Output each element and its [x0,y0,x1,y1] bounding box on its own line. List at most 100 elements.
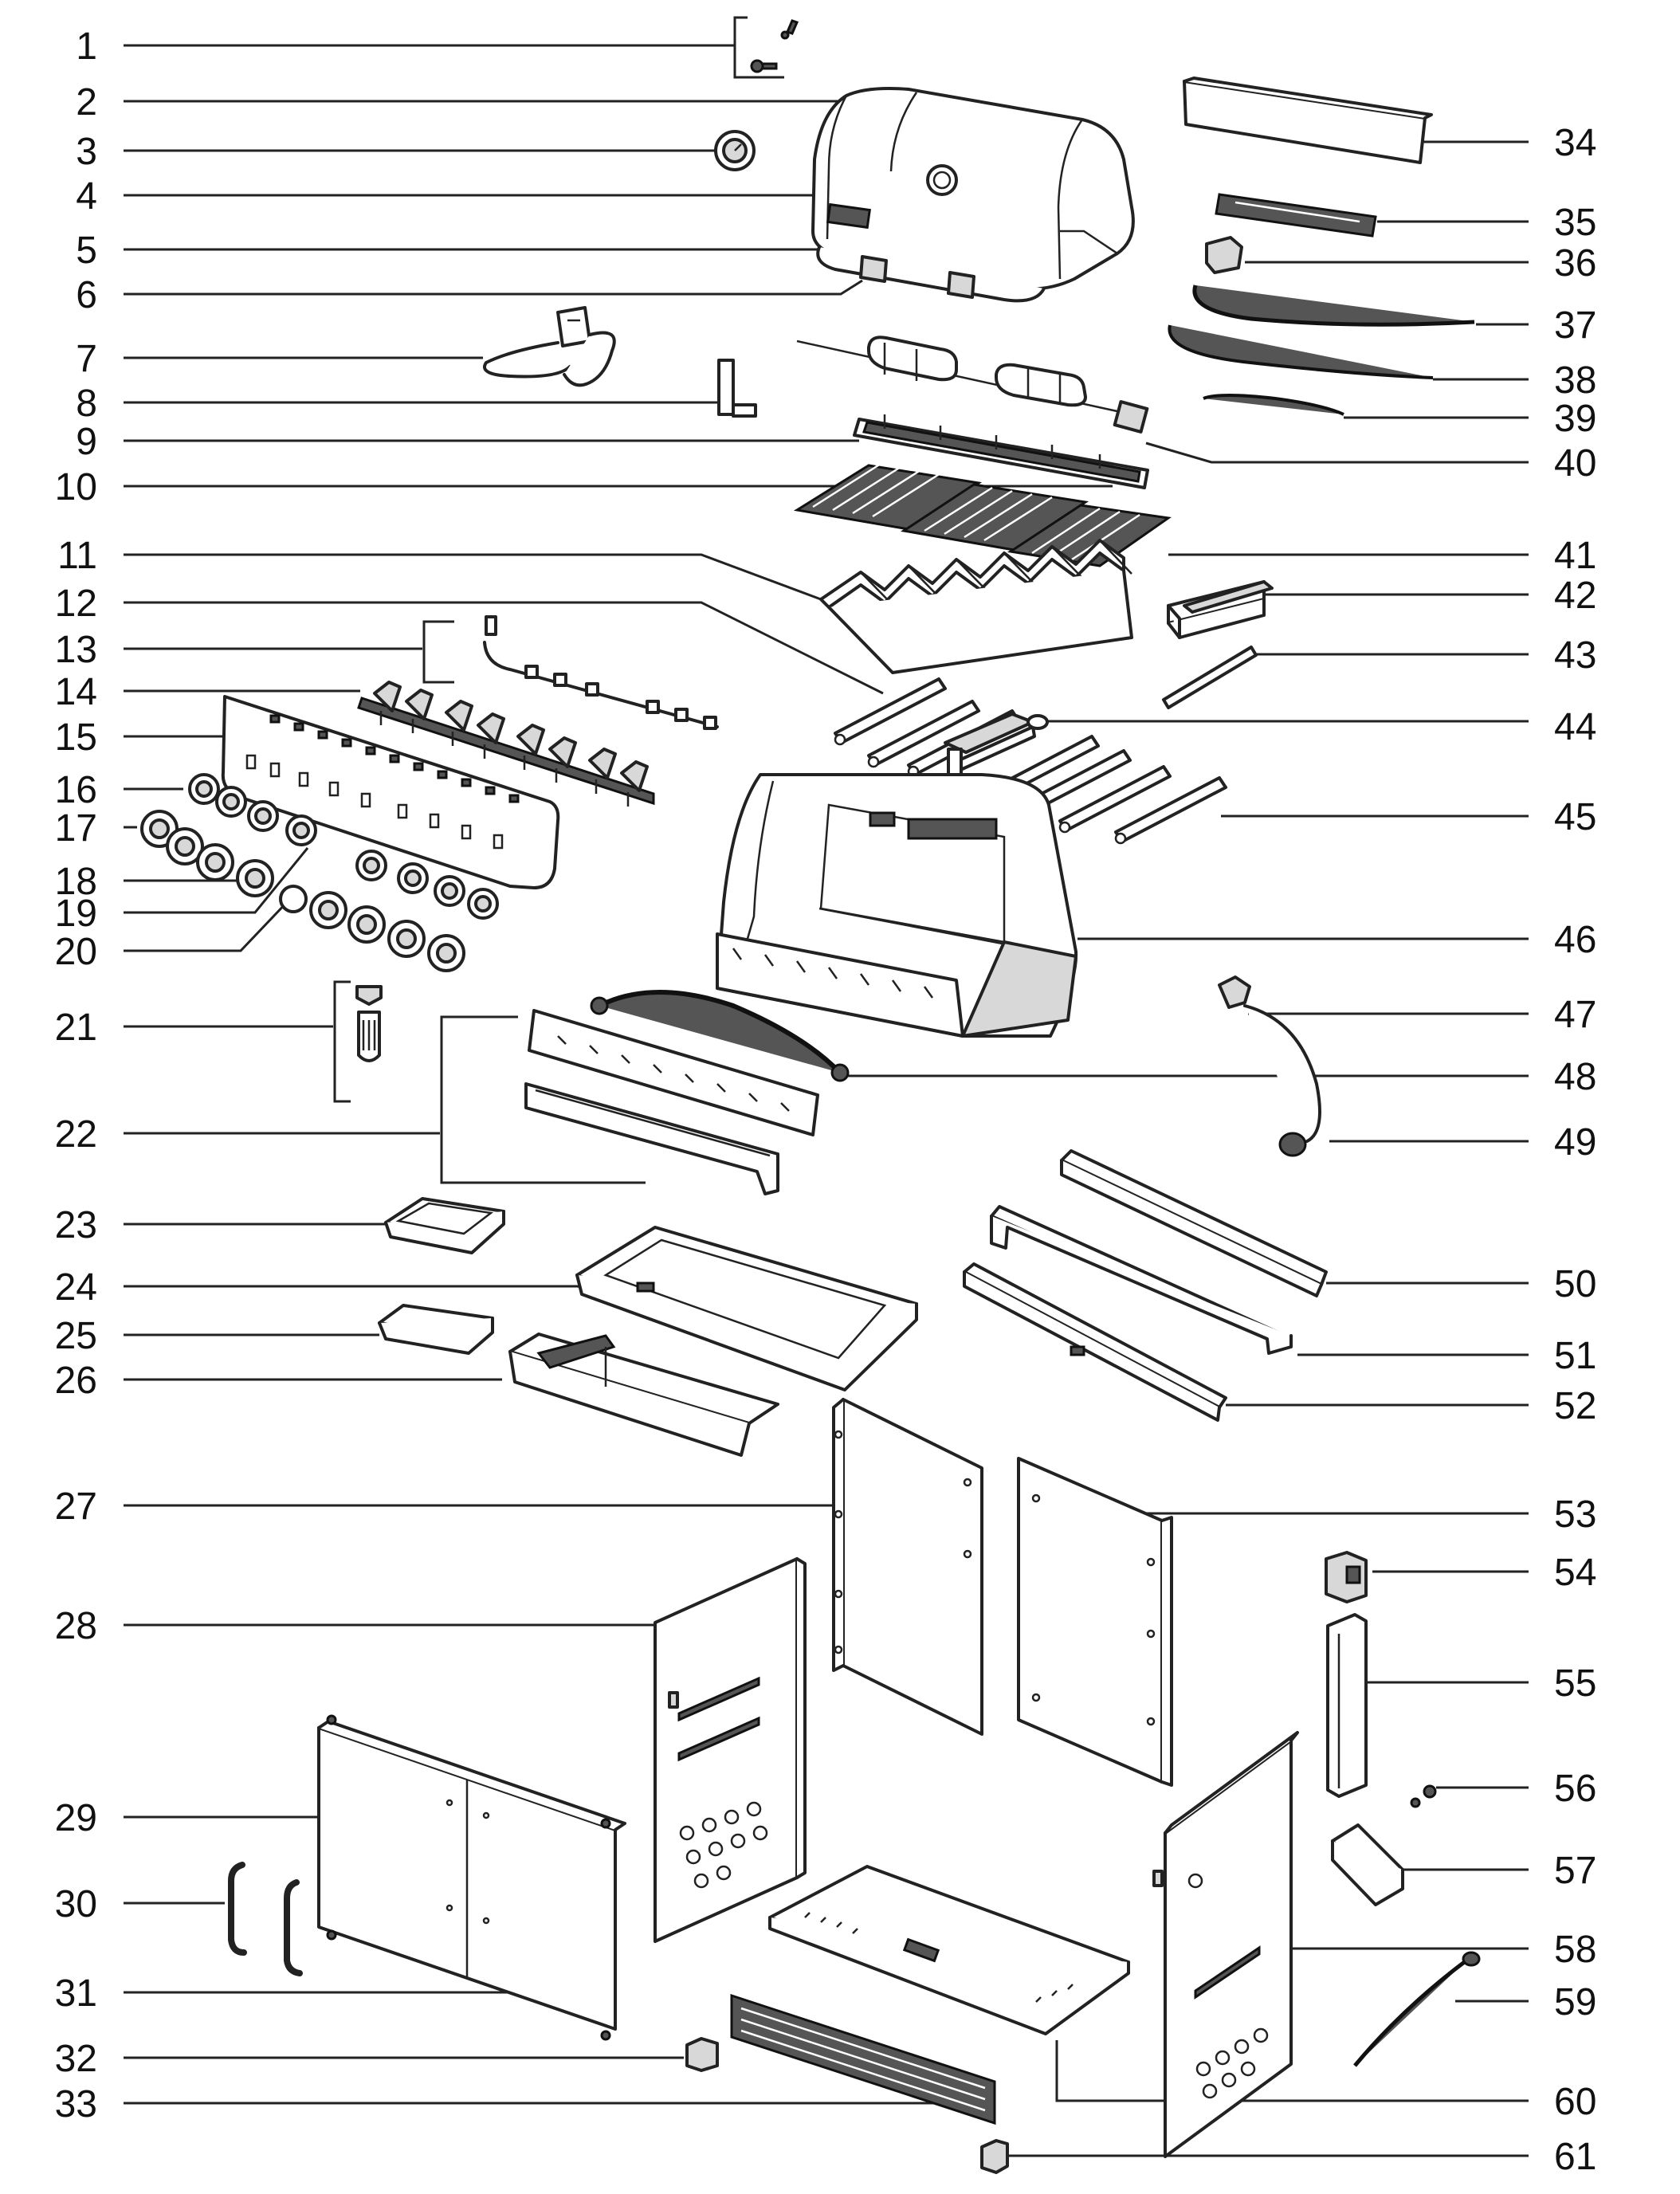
callout-16: 16 [55,769,97,811]
callout-15: 15 [55,716,97,759]
control-panel-part [221,695,560,889]
lid-part [811,87,1135,291]
callout-54: 54 [1554,1552,1596,1594]
leader-60 [1055,2040,1529,2102]
callout-6: 6 [76,274,97,316]
right-side-panel-part [1152,1731,1299,2158]
callout-4: 4 [76,175,97,218]
callout-9: 9 [76,421,97,463]
callout-57: 57 [1554,1850,1596,1892]
leader-19 [124,847,309,914]
callout-52: 52 [1554,1385,1596,1427]
callout-41: 41 [1554,535,1596,577]
leader-12 [124,601,884,695]
thermometer-bezel-part [926,164,958,196]
burner-bracket-part [524,1009,819,1195]
callout-53: 53 [1554,1493,1596,1536]
callout-18: 18 [55,861,97,903]
callout-12: 12 [55,583,97,625]
right-cart-panel-part [1017,1457,1173,1787]
bracket-13 [422,620,454,684]
callout-45: 45 [1554,796,1596,838]
left-callouts: 1 2 3 4 5 6 7 8 9 10 11 12 13 14 15 16 1… [55,26,97,2125]
callout-33: 33 [55,2083,97,2125]
igniter-wire-part [1353,1951,1481,2067]
callout-21: 21 [55,1007,97,1049]
screws-part [750,19,799,73]
leader-11 [124,553,822,601]
callout-49: 49 [1554,1121,1596,1164]
callout-60: 60 [1554,2081,1596,2123]
electrodes-part [483,615,719,730]
side-shelf-trim-part [1183,77,1433,164]
door-handles-part [228,1862,303,1976]
wires-part [1168,285,1475,416]
frame-rails-part [963,1149,1328,1422]
callout-36: 36 [1554,242,1596,285]
callout-42: 42 [1554,575,1596,617]
bracket-21 [333,980,351,1103]
tank-bracket-part [1326,1613,1368,1798]
callout-22: 22 [55,1113,97,1156]
bottom-shelf-part [768,1865,1130,2035]
flavorizer-bars-part [819,539,1133,674]
left-side-panel-part [654,1557,807,1943]
callout-43: 43 [1554,634,1596,677]
callout-32: 32 [55,2038,97,2080]
callout-30: 30 [55,1883,97,1925]
gas-hose-part [1218,975,1321,1157]
left-leader-lines [124,16,1113,2105]
leader-20 [124,899,290,952]
handle-brackets-part [859,255,975,299]
callout-47: 47 [1554,994,1596,1036]
callout-44: 44 [1554,706,1596,748]
callout-61: 61 [1554,2136,1596,2178]
left-cart-panel-part [832,1398,983,1736]
callout-59: 59 [1554,1981,1596,2023]
burner-strip-part [1215,193,1377,237]
warming-rack-part [853,414,1149,489]
front-bottom-panel-part [730,1993,996,2125]
igniter-part [1205,236,1243,274]
callout-40: 40 [1554,442,1596,485]
drip-tray-part [384,1197,505,1254]
callout-14: 14 [55,671,97,713]
callout-31: 31 [55,1972,97,2015]
crossover-tube-part [590,990,850,1082]
callout-1: 1 [76,26,97,68]
igniter-button-part [355,985,383,1062]
drip-tray-holder-part [508,1332,779,1457]
callout-26: 26 [55,1360,97,1402]
bottom-tray-part [575,1226,918,1391]
right-callouts: 34 35 36 37 38 39 40 41 42 43 44 45 46 4… [1554,122,1596,2178]
callout-34: 34 [1554,122,1596,164]
smoker-box-part [1167,580,1274,639]
callout-8: 8 [76,383,97,425]
callout-35: 35 [1554,202,1596,244]
callout-7: 7 [76,338,97,380]
callout-20: 20 [55,931,97,973]
callout-25: 25 [55,1315,97,1357]
callout-39: 39 [1554,398,1596,440]
callout-58: 58 [1554,1929,1596,1971]
callout-48: 48 [1554,1056,1596,1098]
rotisserie-spit-part [796,336,1149,434]
callout-50: 50 [1554,1263,1596,1305]
callout-23: 23 [55,1204,97,1246]
callout-27: 27 [55,1486,97,1528]
bracket-1 [733,16,784,79]
callout-2: 2 [76,81,97,124]
leader-40 [1145,442,1529,464]
thermometer-part [714,130,756,171]
latch-part [1325,1551,1368,1603]
callout-24: 24 [55,1266,97,1309]
callout-3: 3 [76,131,97,173]
panel-clip-part [980,2139,1009,2174]
igniter-module-part [483,306,616,387]
callout-56: 56 [1554,1768,1596,1810]
callout-46: 46 [1554,919,1596,961]
callout-37: 37 [1554,304,1596,347]
callout-11: 11 [57,535,97,577]
callout-28: 28 [55,1605,97,1647]
